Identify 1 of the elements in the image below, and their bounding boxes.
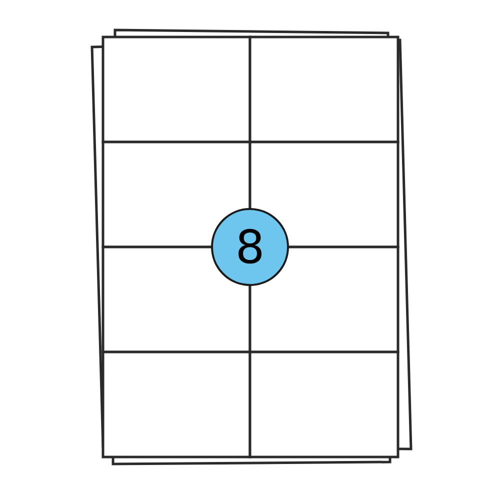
count-number: 8	[235, 224, 265, 270]
